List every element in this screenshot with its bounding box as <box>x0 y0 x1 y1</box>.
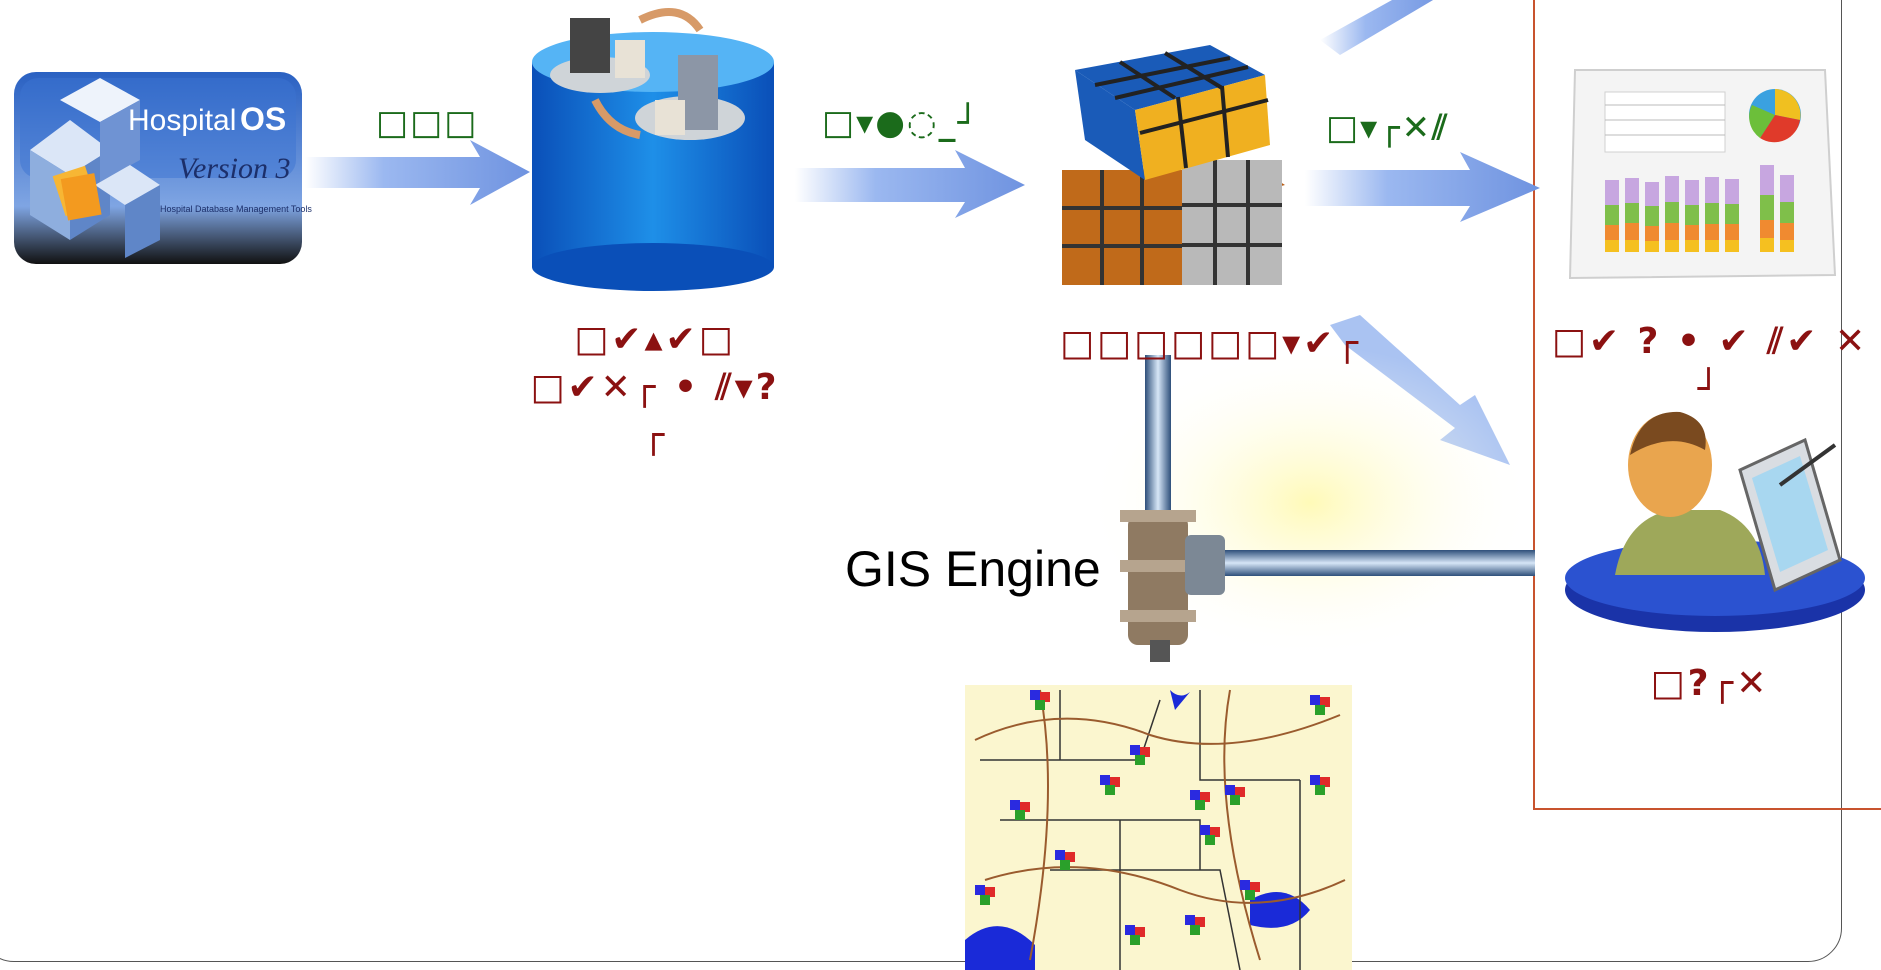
logo-tagline: Hospital Database Management Tools <box>160 204 312 214</box>
label-data-warehouse-line1: □✔▴✔□ <box>574 319 736 360</box>
report-document-icon <box>1568 69 1837 280</box>
database-cylinder-icon <box>532 8 774 291</box>
arrow-cube-to-report <box>1305 152 1540 222</box>
logo-version: Version 3 <box>178 152 291 185</box>
label-user: □?┌✕ <box>1650 663 1770 704</box>
arrow-logo-to-db <box>305 140 530 205</box>
hospital-os-logo: Hospital OS Version 3 Hospital Database … <box>14 72 312 264</box>
label-report-line2: ┘ <box>1697 369 1723 410</box>
stacked-bars <box>1605 165 1794 252</box>
user-with-tablet-icon <box>1565 411 1865 632</box>
label-data-warehouse: □✔▴✔□ □✔✕┌ • ⫽▾? ┌ <box>490 316 820 460</box>
label-data-warehouse-line2: □✔✕┌ • ⫽▾? <box>530 367 780 408</box>
label-report: □✔ ? • ✔ ⫽✔ ✕ ┘ <box>1540 318 1880 414</box>
logo-brand-bold: OS <box>240 101 286 137</box>
gis-map-image <box>965 685 1352 970</box>
logo-brand: Hospital <box>128 104 236 137</box>
arrow-db-to-cube <box>795 150 1025 218</box>
label-cube: □□□□□□▾✔┌ <box>1060 323 1361 364</box>
label-data-warehouse-line3: ┌ <box>642 415 668 456</box>
label-extract: □□□ <box>376 103 479 143</box>
label-load: □▾●◌_┘ <box>822 103 980 143</box>
gis-engine-connector <box>1085 345 1535 662</box>
olap-cube-icon <box>1062 45 1285 285</box>
label-report-flow: □▾┌✕⫽ <box>1326 108 1450 148</box>
arrow-top-diagonal <box>1320 0 1434 55</box>
slide-frame <box>0 0 1842 962</box>
label-report-line1: □✔ ? • ✔ ⫽✔ ✕ <box>1551 321 1869 362</box>
gis-engine-label: GIS Engine <box>845 541 1101 597</box>
map-marker-cluster <box>975 690 1330 945</box>
